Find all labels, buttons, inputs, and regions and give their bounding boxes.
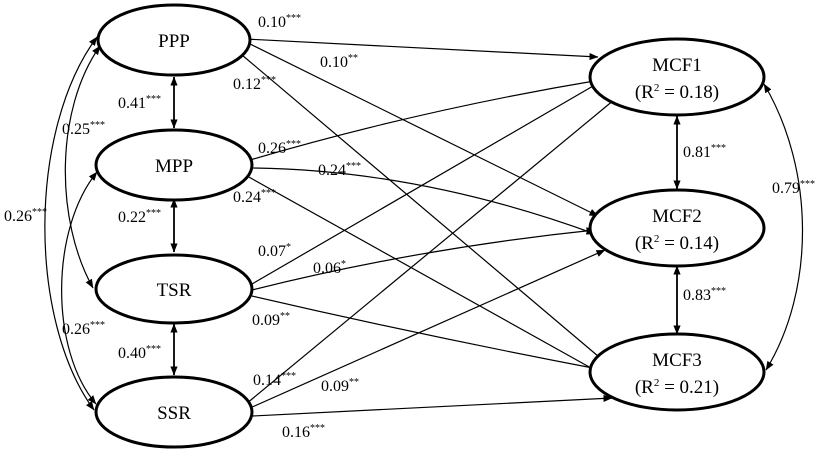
coef-ppp-mcf1: 0.10*** [258,13,301,31]
node-ssr: SSR [94,375,254,449]
corr-label-ppp-tsr: 0.25*** [62,120,105,138]
node-mcf2: MCF2 (R2 = 0.14) [588,188,766,268]
node-tsr: TSR [94,253,254,325]
corr-label-ppp-mpp: 0.41*** [118,94,161,112]
path-ppp-mcf1 [244,38,599,61]
corr-ppp-ssr [44,36,98,411]
node-mcf1-r2: (R2 = 0.18) [635,82,719,103]
node-mcf3-ellipse [588,332,766,412]
coef-ppp-mcf2: 0.10** [320,53,358,71]
node-mcf2-label: MCF2 [652,206,702,227]
corr-label-mcf2-mcf3: 0.83*** [683,286,726,304]
node-ppp: PPP [96,3,252,77]
node-mpp-ellipse [94,128,254,202]
coef-ssr-mcf3: 0.16*** [282,423,325,441]
path-ssr-mcf3 [252,394,613,417]
regression-paths [241,38,621,417]
path-ppp-mcf2 [247,42,599,217]
path-ssr-mcf2 [249,249,606,409]
corr-mcf1-mcf3 [763,83,804,371]
coef-ssr-mcf1: 0.14*** [253,371,296,389]
node-mcf2-ellipse [588,188,766,268]
path-tsr-mcf3 [251,295,599,371]
path-tsr-mcf1 [251,81,601,285]
coef-tsr-mcf3: 0.09** [252,311,290,329]
coef-ppp-mcf3: 0.12*** [233,75,276,93]
corr-label-mcf1-mcf2: 0.81*** [683,143,726,161]
path-tsr-mcf2 [251,227,596,291]
corr-ppp-tsr [64,45,101,289]
node-mcf2-r2: (R2 = 0.14) [635,233,719,254]
node-mcf3: MCF3 (R2 = 0.21) [588,332,766,412]
node-ppp-ellipse [96,3,252,77]
corr-label-tsr-ssr: 0.40*** [118,344,161,362]
node-ssr-label: SSR [157,403,191,424]
path-mpp-mcf3 [246,175,601,374]
node-mcf3-r2: (R2 = 0.21) [635,377,719,398]
node-mpp: MPP [94,128,254,202]
node-mcf1-ellipse [588,37,766,117]
coefficient-labels: 0.10*** 0.10** 0.12*** 0.26*** 0.24*** 0… [233,13,361,441]
correlation-arcs [44,36,804,411]
node-tsr-ellipse [94,253,254,325]
corr-label-mpp-tsr: 0.22*** [118,208,161,226]
node-mcf1-label: MCF1 [652,55,702,76]
node-mcf1: MCF1 (R2 = 0.18) [588,37,766,117]
node-mcf3-label: MCF3 [652,350,702,371]
path-mpp-mcf1 [249,77,601,161]
corr-mpp-ssr [61,171,98,405]
corr-label-mpp-ssr: 0.26*** [62,320,105,338]
node-mpp-label: MPP [155,156,193,177]
path-ssr-mcf1 [245,94,621,405]
node-ssr-ellipse [94,375,254,449]
coef-mpp-mcf1: 0.26*** [258,139,301,157]
path-ppp-mcf3 [241,54,606,363]
coef-mpp-mcf3: 0.24*** [233,188,276,206]
coef-ssr-mcf2: 0.09** [321,377,359,395]
corr-label-mcf1-mcf3: 0.79*** [772,179,815,197]
node-ppp-label: PPP [158,31,190,52]
coef-mpp-mcf2: 0.24*** [318,161,361,179]
coef-tsr-mcf1: 0.07* [258,242,291,260]
node-tsr-label: TSR [157,280,192,301]
correlation-labels: 0.41*** 0.25*** 0.22*** 0.26*** 0.26*** … [4,94,815,362]
path-mpp-mcf2 [251,167,596,235]
corr-label-ppp-ssr: 0.26*** [4,207,47,225]
coef-tsr-mcf2: 0.06* [313,259,346,277]
